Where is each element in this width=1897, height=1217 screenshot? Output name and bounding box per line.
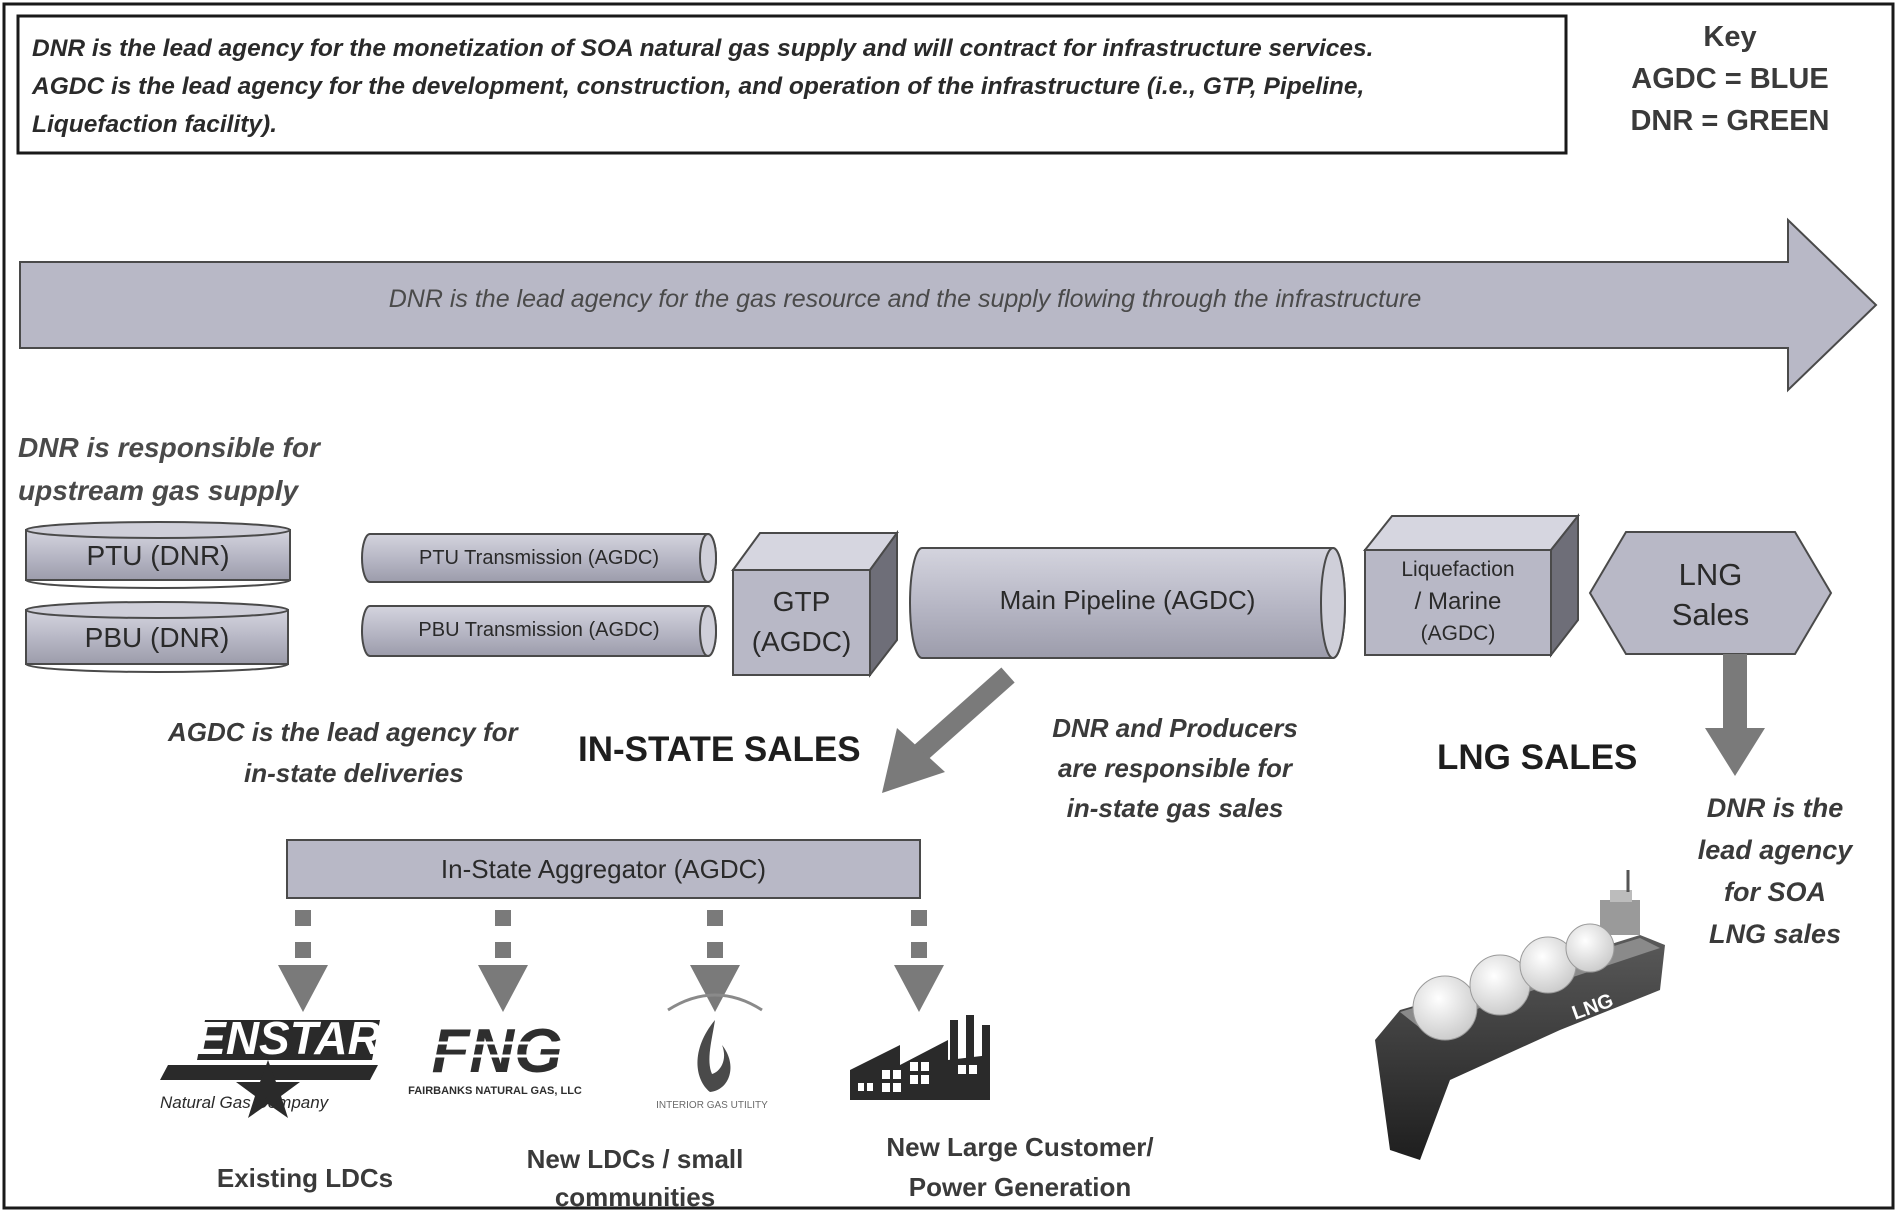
agdc-instate-note: AGDC is the lead agency for in-state del… [168,712,588,794]
dnr-producers-note: DNR and Producers are responsible for in… [1010,708,1340,828]
intro-box [16,14,1568,155]
ptu-cylinder [25,521,291,589]
enstar-logo: ENSTAR Natural Gas Company [160,1012,381,1118]
liquefaction-label: Liquefaction / Marine (AGDC) [1365,554,1551,650]
enstar-logo-text: ENSTAR [195,1012,381,1064]
lng-sales-heading: LNG SALES [1437,738,1638,777]
lng-sales-label: LNG Sales [1626,555,1795,635]
upstream-line-1: DNR is responsible for [18,432,320,463]
new-ldcs-label: New LDCs / small communities [480,1140,790,1216]
key-agdc: AGDC = BLUE [1631,63,1829,95]
ptu-transmission-label: PTU Transmission (AGDC) [418,547,660,569]
intro-line-2: AGDC is the lead agency for the developm… [32,73,1365,100]
upstream-line-2: upstream gas supply [18,475,299,506]
gtp-label-1: GTP [772,586,831,617]
dnr-producers-line-3: in-state gas sales [1066,793,1284,823]
flame-icon [697,1020,731,1092]
main-pipeline [909,547,1346,659]
pbu-cylinder [25,601,289,673]
lng-ship-image: LNG [1375,870,1665,1160]
dnr-lng-line-1: DNR is the [1706,793,1844,823]
lng-down-arrow [1705,654,1765,776]
dnr-lng-line-4: LNG sales [1708,919,1842,949]
agdc-instate-line-2: in-state deliveries [244,758,464,788]
instate-arrow [882,667,1015,793]
key-legend: Key AGDC = BLUE DNR = GREEN [1590,16,1870,142]
liquefaction-label-3: (AGDC) [1420,622,1496,645]
intro-text: DNR is the lead agency for the monetizat… [32,30,1562,144]
liquefaction-label-1: Liquefaction [1401,558,1515,581]
fng-logo: FNG FAIRBANKS NATURAL GAS, LLC [408,1017,582,1097]
key-title: Key [1703,21,1757,53]
large-customer-line-2: Power Generation [908,1172,1132,1202]
fng-logo-text: FNG [432,1017,563,1086]
pbu-label: PBU (DNR) [84,622,230,653]
dnr-lng-note: DNR is the lead agency for SOA LNG sales [1665,787,1885,955]
igu-logo: INTERIOR GAS UTILITY [656,993,768,1111]
ptu-label: PTU (DNR) [86,540,230,571]
gtp-label-2: (AGDC) [751,626,852,657]
arrow-banner-text: DNR is the lead agency for the gas resou… [388,285,1422,313]
gtp-label: GTP (AGDC) [733,582,870,662]
distribution-arrows [278,910,944,1012]
key-dnr: DNR = GREEN [1630,105,1830,137]
upstream-note: DNR is responsible for upstream gas supp… [18,426,358,512]
aggregator-bar [286,839,921,899]
lng-sales-label-2: Sales [1671,597,1750,632]
dnr-producers-line-2: are responsible for [1057,753,1293,783]
intro-line-3: Liquefaction facility). [32,111,278,138]
instate-sales-heading: IN-STATE SALES [578,730,861,769]
aggregator-label: In-State Aggregator (AGDC) [440,854,767,884]
ptu-transmission-pipe [361,533,717,583]
dnr-lng-line-2: lead agency [1697,835,1853,865]
factory-icon [850,1015,990,1100]
main-pipeline-label: Main Pipeline (AGDC) [999,585,1256,615]
lng-sales-label-1: LNG [1678,557,1743,592]
liquefaction-cube [1362,513,1581,658]
enstar-sub-text: Natural Gas Company [160,1093,330,1112]
fng-sub-text: FAIRBANKS NATURAL GAS, LLC [408,1085,582,1097]
existing-ldcs-label: Existing LDCs [216,1163,394,1193]
agdc-instate-line-1: AGDC is the lead agency for [168,717,518,747]
intro-line-1: DNR is the lead agency for the monetizat… [32,35,1374,62]
igu-sub-text: INTERIOR GAS UTILITY [656,1100,768,1111]
new-ldcs-line-1: New LDCs / small [526,1144,744,1174]
resource-flow-arrow [19,217,1878,393]
liquefaction-label-2: / Marine [1414,588,1502,615]
large-customer-line-1: New Large Customer/ [886,1132,1154,1162]
lng-sales-hexagon [1588,531,1833,655]
pbu-transmission-pipe [361,605,717,657]
pbu-transmission-label: PBU Transmission (AGDC) [418,619,660,641]
dnr-producers-line-1: DNR and Producers [1052,713,1298,743]
gtp-cube [731,529,899,678]
large-customer-label: New Large Customer/ Power Generation [850,1127,1190,1207]
dnr-lng-line-3: for SOA [1723,877,1826,907]
new-ldcs-line-2: communities [554,1182,716,1212]
